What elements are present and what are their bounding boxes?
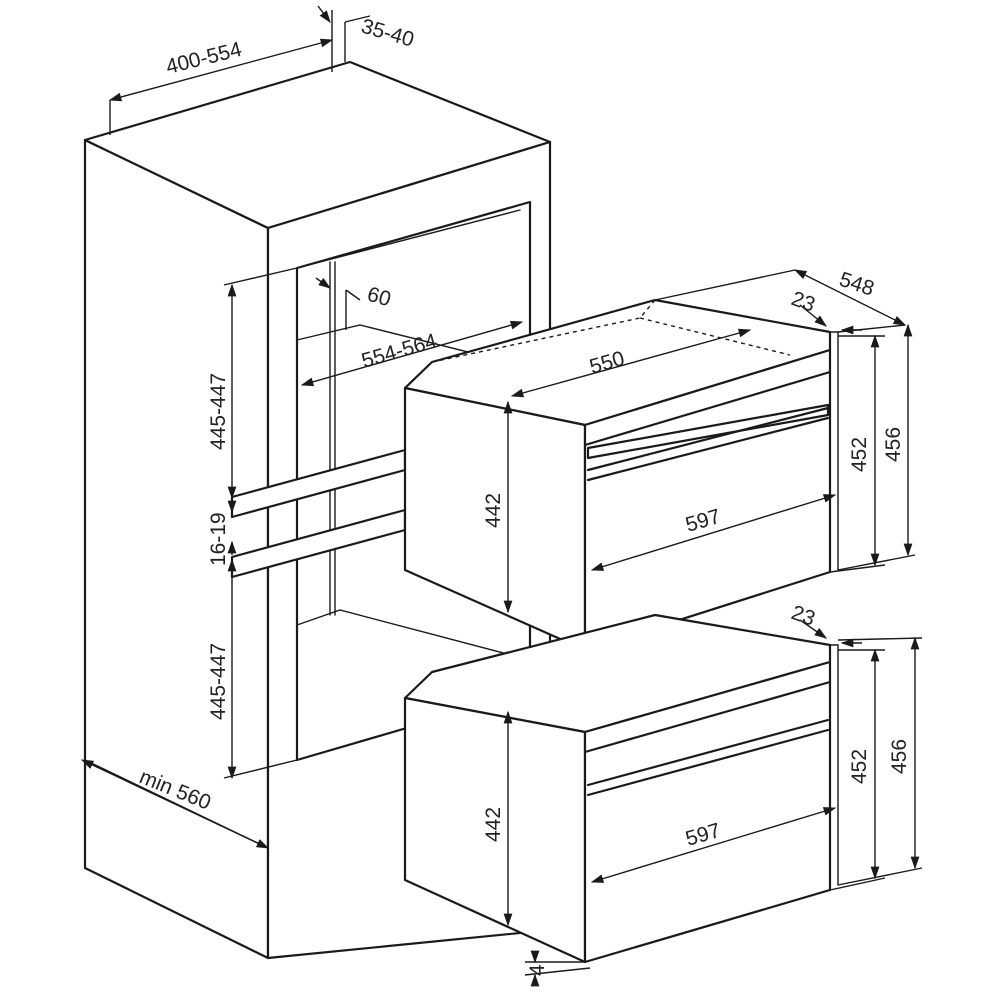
upper-oven-front-line bbox=[583, 370, 832, 447]
label-shelf-gap: 16-19 bbox=[207, 512, 230, 566]
label-cab-depth: 400-554 bbox=[164, 38, 245, 79]
label-upper-panel-depth: 23 bbox=[788, 287, 818, 317]
label-upper-front-height: 452 bbox=[848, 437, 871, 472]
label-lower-panel-depth: 23 bbox=[788, 601, 818, 631]
label-upper-overall-height: 456 bbox=[882, 427, 905, 462]
lower-oven bbox=[403, 613, 839, 964]
upper-oven-top-dashed-3 bbox=[639, 299, 656, 319]
niche-top-recess bbox=[296, 209, 521, 269]
label-upper-niche-height: 445-447 bbox=[207, 373, 230, 450]
label-lower-niche-height: 445-447 bbox=[207, 643, 230, 720]
label-bottom-gap: 4 bbox=[526, 964, 549, 976]
lower-oven-front-line bbox=[583, 680, 832, 754]
dimension-lines bbox=[80, 5, 923, 987]
lower-oven-divider bbox=[586, 718, 830, 787]
lower-oven-divider-2 bbox=[586, 728, 830, 797]
label-lower-front-height: 452 bbox=[848, 749, 871, 784]
niche-floor bbox=[296, 609, 531, 661]
upper-oven-divider bbox=[586, 406, 830, 472]
label-lower-body-height: 442 bbox=[482, 807, 505, 842]
label-upper-body-height: 442 bbox=[482, 493, 505, 528]
upper-oven-control-panel bbox=[586, 403, 830, 460]
upper-oven-top-dashed-2 bbox=[639, 317, 791, 356]
label-cab-gap-top: 35-40 bbox=[359, 15, 417, 52]
label-lower-overall-height: 456 bbox=[888, 739, 911, 774]
upper-oven-divider-2 bbox=[586, 416, 830, 482]
label-upper-depth-total: 548 bbox=[836, 268, 876, 301]
